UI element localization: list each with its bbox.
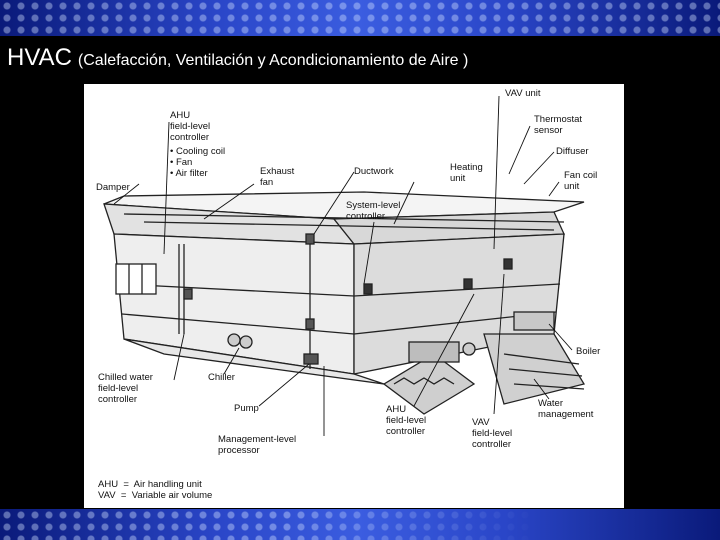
label-thermostat-line1: Thermostat <box>534 114 582 125</box>
label-ahu-top-line4: • Cooling coil <box>170 146 225 157</box>
label-fan-coil-line2: unit <box>564 181 580 192</box>
label-thermostat-line2: sensor <box>534 125 563 136</box>
label-system-line2: controller <box>346 211 385 222</box>
label-vav-unit: VAV unit <box>505 88 541 99</box>
label-chilled-line2: field-level <box>98 383 138 394</box>
label-ahu-top-line3: controller <box>170 132 209 143</box>
label-chilled-line3: controller <box>98 394 137 405</box>
legend-vav: VAV = Variable air volume <box>98 490 212 501</box>
label-heating-line2: unit <box>450 173 466 184</box>
label-ahu-top-line6: • Air filter <box>170 168 208 179</box>
label-ahu-bottom-line3: controller <box>386 426 425 437</box>
label-water-line2: management <box>538 409 594 420</box>
label-ahu-top-line5: • Fan <box>170 157 192 168</box>
label-management-line2: processor <box>218 445 260 456</box>
hvac-diagram: VAV unit Thermostat sensor Diffuser Fan … <box>84 84 624 508</box>
label-vav-bottom-line2: field-level <box>472 428 512 439</box>
label-vav-bottom-line1: VAV <box>472 417 490 428</box>
label-pump: Pump <box>234 403 259 414</box>
label-ductwork: Ductwork <box>354 166 394 177</box>
label-system-line1: System-level <box>346 200 400 211</box>
header-band <box>0 0 720 36</box>
label-chiller: Chiller <box>208 372 235 383</box>
label-management-line1: Management-level <box>218 434 296 445</box>
label-water-line1: Water <box>538 398 563 409</box>
slide-title: HVAC (Calefacción, Ventilación y Acondici… <box>7 44 468 72</box>
label-chilled-line1: Chilled water <box>98 372 153 383</box>
label-boiler: Boiler <box>576 346 600 357</box>
title-subtitle: (Calefacción, Ventilación y Acondicionam… <box>77 52 469 69</box>
label-ahu-bottom-line2: field-level <box>386 415 426 426</box>
label-exhaust-line2: fan <box>260 177 273 188</box>
label-ahu-top-line2: field-level <box>170 121 210 132</box>
hvac-building-illustration: VAV unit Thermostat sensor Diffuser Fan … <box>96 88 600 501</box>
title-main: HVAC <box>7 44 72 71</box>
label-vav-bottom-line3: controller <box>472 439 511 450</box>
label-damper: Damper <box>96 182 130 193</box>
label-exhaust-line1: Exhaust <box>260 166 295 177</box>
footer-band <box>0 509 720 540</box>
label-ahu-top-line1: AHU <box>170 110 190 121</box>
legend-ahu: AHU = Air handling unit <box>98 479 202 490</box>
label-ahu-bottom-line1: AHU <box>386 404 406 415</box>
label-fan-coil-line1: Fan coil <box>564 170 597 181</box>
label-diffuser: Diffuser <box>556 146 589 157</box>
label-heating-line1: Heating <box>450 162 483 173</box>
